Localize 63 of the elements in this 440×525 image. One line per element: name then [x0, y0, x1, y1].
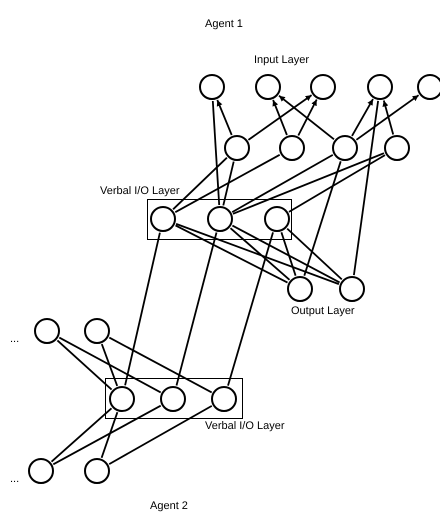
- layer-label: Input Layer: [254, 54, 310, 67]
- connection-line: [230, 228, 290, 280]
- connection-line: [222, 161, 235, 206]
- connection-line: [212, 100, 220, 206]
- ellipsis: ...: [10, 333, 20, 346]
- arrow: [216, 100, 233, 136]
- connection-line: [303, 161, 342, 276]
- layer-label: Output Layer: [291, 305, 355, 318]
- neuron-circle: [417, 74, 440, 100]
- connection-line: [108, 336, 212, 394]
- neuron-circle: [279, 135, 305, 161]
- neuron-circle: [160, 386, 186, 412]
- agent-label: Agent 2: [150, 500, 188, 513]
- connection-line: [232, 154, 334, 213]
- connection-line: [100, 412, 118, 458]
- arrow: [351, 98, 374, 136]
- neuron-circle: [109, 386, 135, 412]
- neuron-circle: [224, 135, 250, 161]
- neuron-circle: [84, 458, 110, 484]
- connection-line: [176, 223, 340, 285]
- neuron-circle: [339, 276, 365, 302]
- connection-line: [280, 232, 296, 276]
- layer-label: Verbal I/O Layer: [205, 420, 284, 433]
- arrow: [248, 94, 312, 141]
- neuron-circle: [367, 74, 393, 100]
- connection-line: [100, 344, 118, 386]
- neuron-circle: [211, 386, 237, 412]
- ellipsis: ...: [10, 473, 20, 486]
- connection-line: [232, 152, 384, 215]
- connection-line: [232, 224, 340, 284]
- neuron-circle: [310, 74, 336, 100]
- neuron-circle: [287, 276, 313, 302]
- neuron-circle: [207, 206, 233, 232]
- connection-line: [108, 405, 212, 465]
- connection-line: [58, 336, 162, 394]
- connection-line: [175, 224, 288, 284]
- neuron-circle: [34, 318, 60, 344]
- connection-line: [353, 100, 379, 276]
- connection-line: [56, 340, 112, 390]
- layer-label: Verbal I/O Layer: [100, 185, 180, 198]
- connection-line: [288, 154, 386, 213]
- agent-label: Agent 1: [205, 18, 243, 31]
- connection-line: [286, 228, 342, 280]
- arrow: [356, 94, 420, 141]
- neuron-circle: [384, 135, 410, 161]
- connection-line: [176, 232, 218, 386]
- neuron-circle: [255, 74, 281, 100]
- arrow: [278, 95, 335, 140]
- arrow: [272, 100, 288, 136]
- neuron-circle: [28, 458, 54, 484]
- neuron-circle: [332, 135, 358, 161]
- connection-line: [172, 157, 228, 210]
- connection-line: [124, 232, 161, 386]
- connection-line: [174, 154, 280, 213]
- connection-line: [227, 232, 274, 386]
- connection-line: [50, 408, 112, 462]
- neuron-circle: [264, 206, 290, 232]
- neuron-circle: [199, 74, 225, 100]
- neuron-circle: [150, 206, 176, 232]
- arrow: [298, 99, 318, 136]
- neuron-circle: [84, 318, 110, 344]
- arrow: [382, 100, 394, 135]
- connection-line: [52, 404, 162, 466]
